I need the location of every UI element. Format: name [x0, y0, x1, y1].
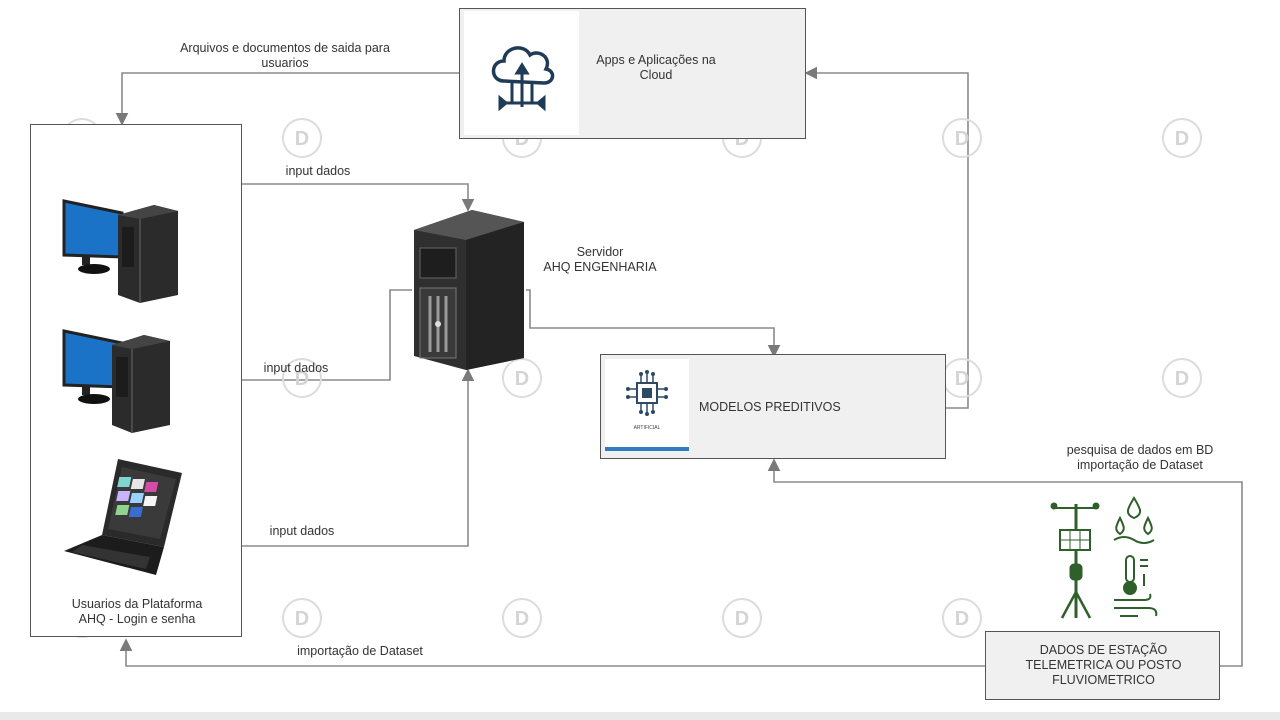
- edge-models-to-cloud: [804, 66, 969, 409]
- ai-chip-icon: [605, 370, 689, 451]
- watermark-logo-icon: D: [282, 118, 322, 158]
- server-tower-icon: [414, 210, 524, 370]
- watermark-logo-icon: D: [502, 598, 542, 638]
- predictive-models-box[interactable]: ARTIFICIAL MODELOS PREDITIVOS: [600, 354, 946, 459]
- watermark-logo-icon: D: [942, 358, 982, 398]
- desktop-computer-icon: [62, 329, 170, 433]
- station-data-box[interactable]: DADOS DE ESTAÇÃO TELEMETRICA OU POSTO FL…: [985, 631, 1220, 700]
- server-label: Servidor AHQ ENGENHARIA: [543, 245, 657, 274]
- models-thumb-caption: ARTIFICIAL: [633, 425, 661, 431]
- edge-label-input-2: input dados: [263, 361, 329, 375]
- station-data-label: DADOS DE ESTAÇÃO TELEMETRICA OU POSTO FL…: [1025, 643, 1182, 687]
- bottom-scroll-bar: [0, 712, 1280, 720]
- watermark-logo-icon: D: [282, 358, 322, 398]
- edge-import-dataset: [119, 638, 985, 667]
- water-drops-icon: [1113, 496, 1155, 544]
- edge-label-input-3: input dados: [269, 524, 335, 538]
- watermark-logo-icon: D: [1162, 358, 1202, 398]
- desktop-computer-icon: [62, 199, 178, 303]
- cloud-apps-box[interactable]: Apps e Aplicações na Cloud: [459, 8, 806, 139]
- edge-label-input-1: input dados: [285, 164, 351, 178]
- weather-station-icon: [1050, 502, 1100, 619]
- watermark-logo-icon: D: [942, 118, 982, 158]
- edge-station-to-models: [767, 458, 1243, 667]
- predictive-models-label: MODELOS PREDITIVOS: [699, 400, 841, 414]
- models-thumb: ARTIFICIAL: [605, 359, 689, 451]
- cloud-apps-label: Apps e Aplicações na Cloud: [596, 53, 716, 82]
- wind-icon: [1114, 593, 1158, 617]
- cloud-thumb: [464, 11, 579, 135]
- edge-cloud-to-users: [115, 72, 460, 126]
- edge-server-to-models: [526, 289, 781, 358]
- edge-input-3: [160, 368, 475, 547]
- watermark-logo-icon: D: [502, 358, 542, 398]
- thermometer-icon: [1123, 555, 1148, 595]
- watermark-logo-icon: D: [1162, 118, 1202, 158]
- edge-label-search-bd: pesquisa de dados em BD importação de Da…: [1066, 443, 1214, 472]
- cloud-upload-icon: [491, 46, 555, 112]
- watermark-logo-icon: D: [282, 598, 322, 638]
- watermark-logo-icon: D: [942, 598, 982, 638]
- station-icons: [1050, 496, 1158, 619]
- users-platform-label: Usuarios da Plataforma AHQ - Login e sen…: [71, 597, 203, 626]
- edge-input-2: [170, 289, 412, 387]
- watermark-logo-icon: D: [722, 598, 762, 638]
- edge-label-cloud-to-users: Arquivos e documentos de saida para usua…: [180, 41, 390, 70]
- edge-label-import-dataset: importação de Dataset: [297, 644, 423, 658]
- laptop-icon: [64, 459, 182, 575]
